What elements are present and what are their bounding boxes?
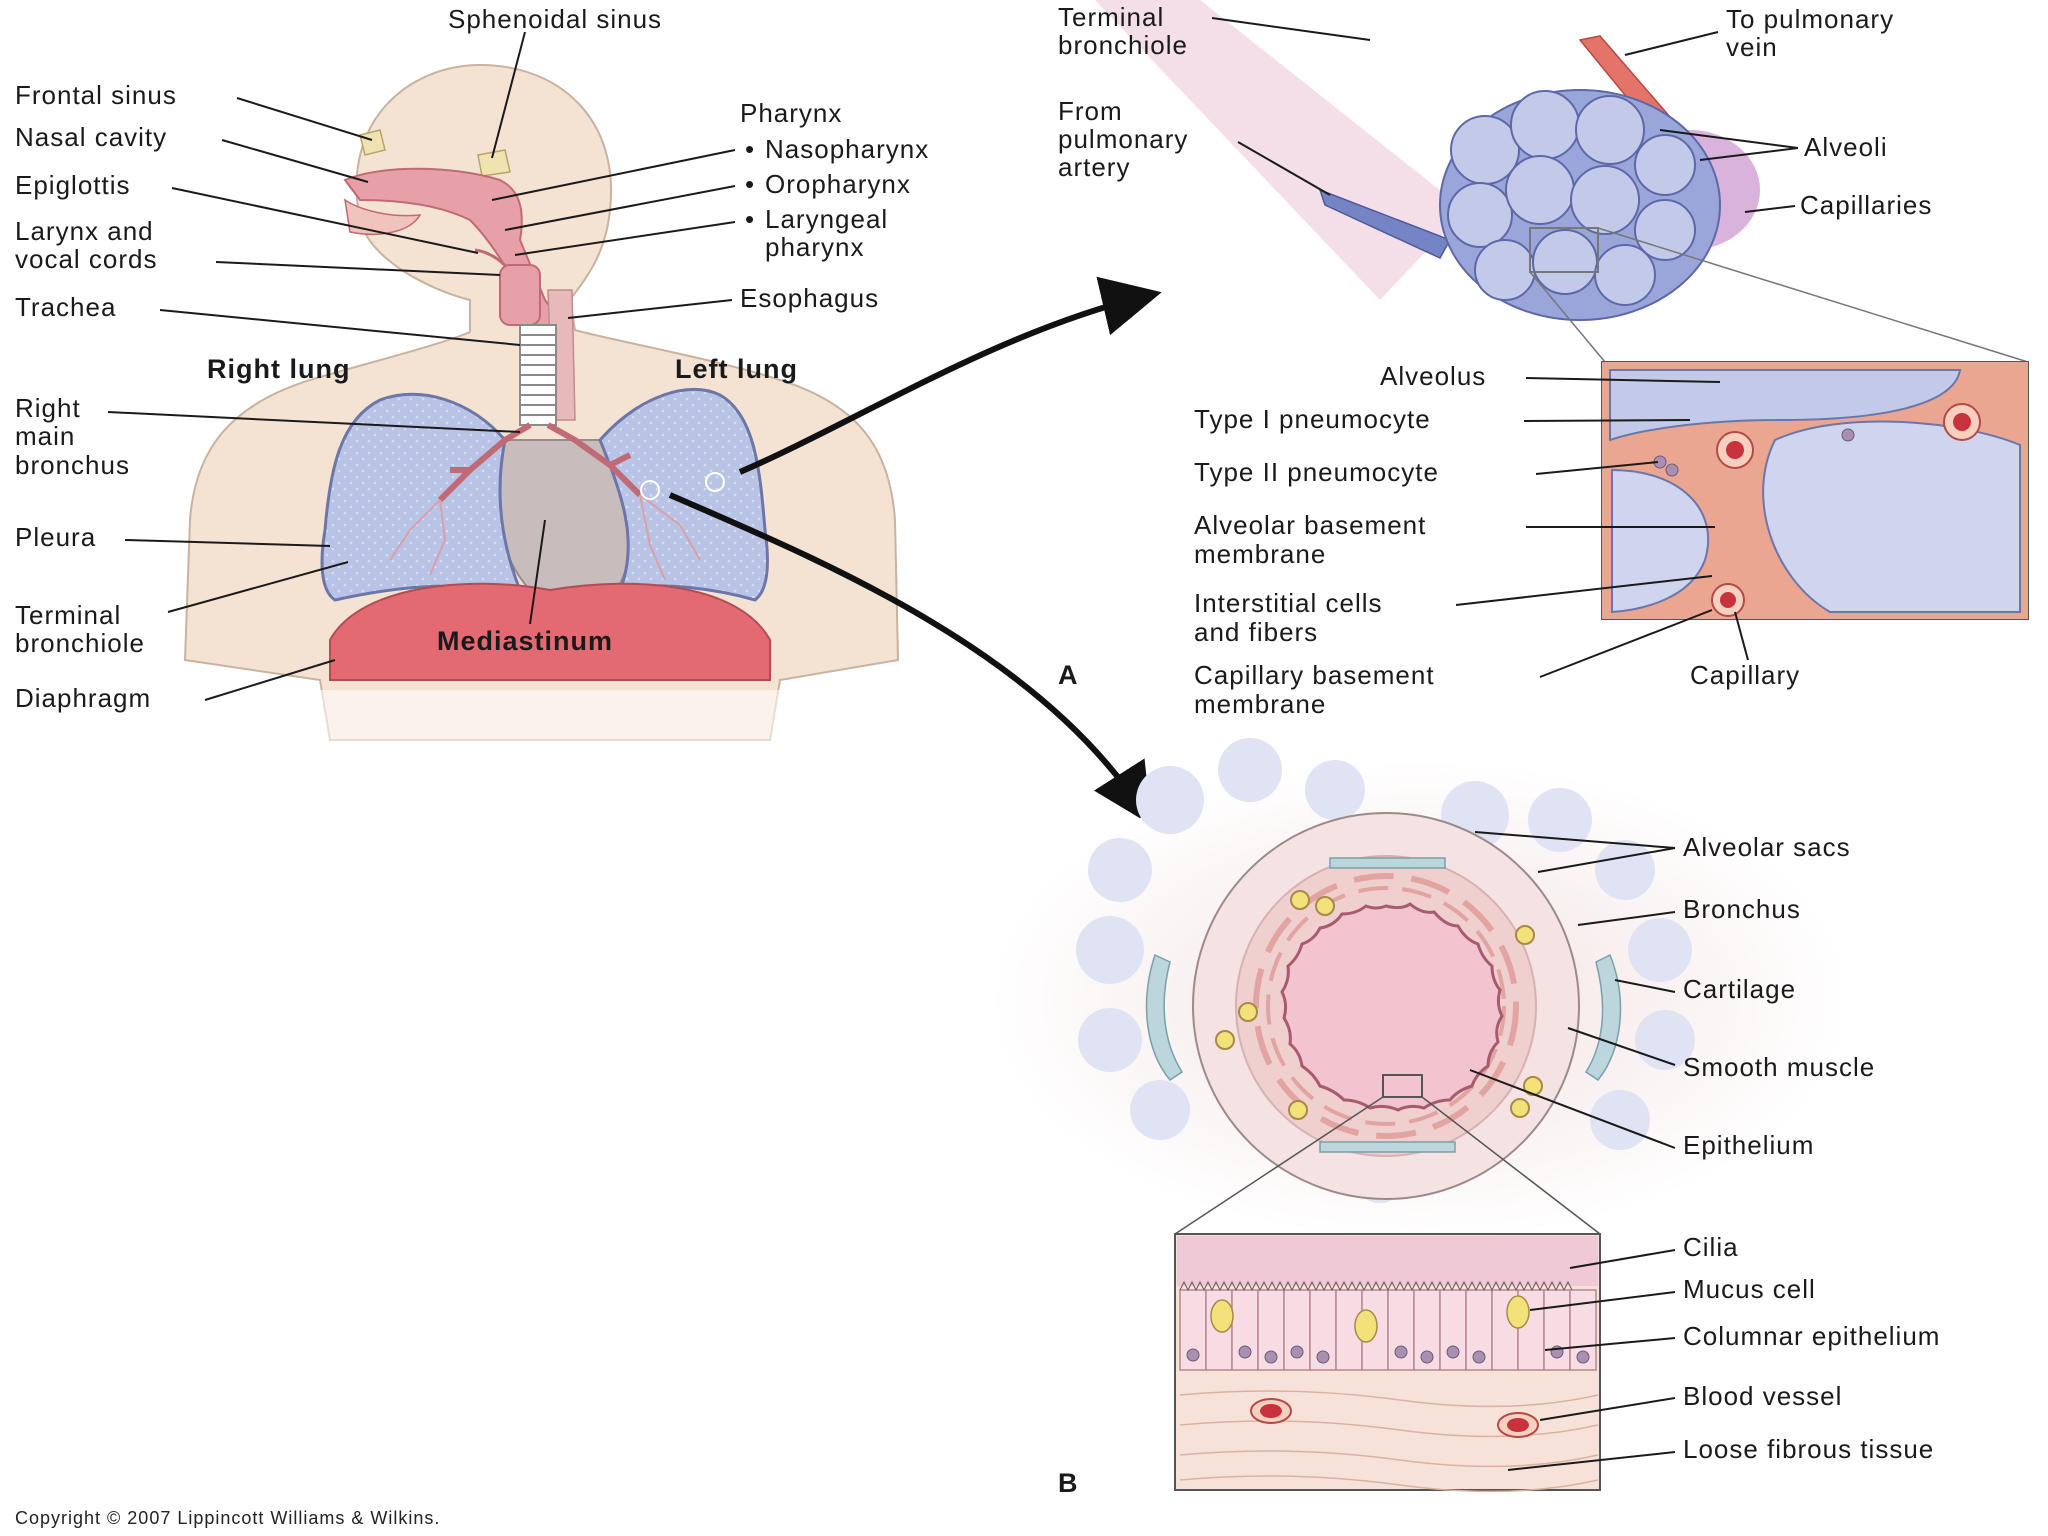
label-terminal-bronchiole-left-2: bronchiole bbox=[15, 628, 145, 658]
label-esophagus: Esophagus bbox=[740, 283, 879, 313]
label-right-lung: Right lung bbox=[207, 354, 350, 384]
epithelium-detail bbox=[1174, 1233, 1601, 1493]
label-alveolar-bm-1: Alveolar basement bbox=[1194, 510, 1426, 540]
label-interstitial-2: and fibers bbox=[1194, 617, 1318, 647]
torso-figure bbox=[180, 63, 910, 750]
label-mediastinum: Mediastinum bbox=[437, 626, 613, 656]
label-left-lung: Left lung bbox=[675, 354, 798, 384]
arrow-to-panel-b bbox=[668, 492, 1152, 826]
label-from-artery-1: From bbox=[1058, 96, 1123, 126]
label-epithelium: Epithelium bbox=[1683, 1130, 1814, 1160]
right-lung-shape bbox=[320, 392, 523, 602]
frontal-sinus-shape bbox=[359, 129, 386, 156]
label-larynx-2: vocal cords bbox=[15, 244, 158, 274]
label-right-bronchus-2: main bbox=[15, 421, 75, 451]
label-sphenoidal-sinus: Sphenoidal sinus bbox=[448, 4, 662, 34]
label-capillary-bm-2: membrane bbox=[1194, 689, 1326, 719]
larynx-shape bbox=[499, 264, 541, 326]
label-terminal-bronchiole-left: Terminal bbox=[15, 600, 121, 630]
label-nasopharynx: Nasopharynx bbox=[765, 134, 929, 164]
label-right-bronchus-3: bronchus bbox=[15, 450, 130, 480]
trachea-shape bbox=[519, 324, 557, 426]
diaphragm-shape bbox=[329, 582, 771, 681]
bullet-laryngeal: • bbox=[745, 204, 755, 234]
label-to-vein-2: vein bbox=[1726, 32, 1778, 62]
label-columnar-epithelium: Columnar epithelium bbox=[1683, 1321, 1940, 1351]
sphenoidal-sinus-shape bbox=[477, 149, 511, 177]
label-interstitial-1: Interstitial cells bbox=[1194, 588, 1383, 618]
alveolar-wall-detail bbox=[1601, 361, 2029, 620]
label-epiglottis: Epiglottis bbox=[15, 170, 131, 200]
label-type2-pneumocyte: Type II pneumocyte bbox=[1194, 457, 1439, 487]
alveoli-cluster bbox=[1095, 0, 1760, 321]
label-alveolar-sacs: Alveolar sacs bbox=[1683, 832, 1851, 862]
panel-label-a: A bbox=[1058, 660, 1078, 690]
label-alveolar-bm-2: membrane bbox=[1194, 539, 1326, 569]
label-laryngeal-1: Laryngeal bbox=[765, 204, 888, 234]
label-nasal-cavity: Nasal cavity bbox=[15, 122, 167, 152]
label-from-artery-3: artery bbox=[1058, 152, 1130, 182]
label-terminal-bronchiole-right-2: bronchiole bbox=[1058, 30, 1188, 60]
label-bronchus: Bronchus bbox=[1683, 894, 1801, 924]
label-terminal-bronchiole-right: Terminal bbox=[1058, 2, 1164, 32]
bronchus-cross-section bbox=[1145, 812, 1622, 1200]
bullet-oropharynx: • bbox=[745, 169, 755, 199]
copyright-notice: Copyright © 2007 Lippincott Williams & W… bbox=[15, 1508, 440, 1528]
label-mucus-cell: Mucus cell bbox=[1683, 1274, 1816, 1304]
label-larynx-1: Larynx and bbox=[15, 216, 154, 246]
left-lung-shape bbox=[598, 387, 770, 602]
label-smooth-muscle: Smooth muscle bbox=[1683, 1052, 1875, 1082]
panel-label-b: B bbox=[1058, 1468, 1078, 1498]
label-blood-vessel: Blood vessel bbox=[1683, 1381, 1842, 1411]
label-capillaries: Capillaries bbox=[1800, 190, 1932, 220]
label-cartilage: Cartilage bbox=[1683, 974, 1796, 1004]
label-laryngeal-2: pharynx bbox=[765, 232, 865, 262]
label-cilia: Cilia bbox=[1683, 1232, 1739, 1262]
label-frontal-sinus: Frontal sinus bbox=[15, 80, 177, 110]
label-pharynx: Pharynx bbox=[740, 98, 842, 128]
label-diaphragm: Diaphragm bbox=[15, 683, 151, 713]
bullet-nasopharynx: • bbox=[745, 134, 755, 164]
label-capillary: Capillary bbox=[1690, 660, 1800, 690]
label-type1-pneumocyte: Type I pneumocyte bbox=[1194, 404, 1431, 434]
label-oropharynx: Oropharynx bbox=[765, 169, 911, 199]
label-capillary-bm-1: Capillary basement bbox=[1194, 660, 1435, 690]
label-to-vein-1: To pulmonary bbox=[1726, 4, 1894, 34]
label-pleura: Pleura bbox=[15, 522, 96, 552]
label-loose-fibrous-tissue: Loose fibrous tissue bbox=[1683, 1434, 1934, 1464]
arrow-to-panel-a bbox=[738, 276, 1162, 475]
label-alveolus: Alveolus bbox=[1380, 361, 1486, 391]
label-from-artery-2: pulmonary bbox=[1058, 124, 1188, 154]
label-alveoli: Alveoli bbox=[1804, 132, 1888, 162]
mouth-shape bbox=[343, 198, 422, 235]
label-trachea: Trachea bbox=[15, 292, 116, 322]
label-right-bronchus-1: Right bbox=[15, 393, 81, 423]
